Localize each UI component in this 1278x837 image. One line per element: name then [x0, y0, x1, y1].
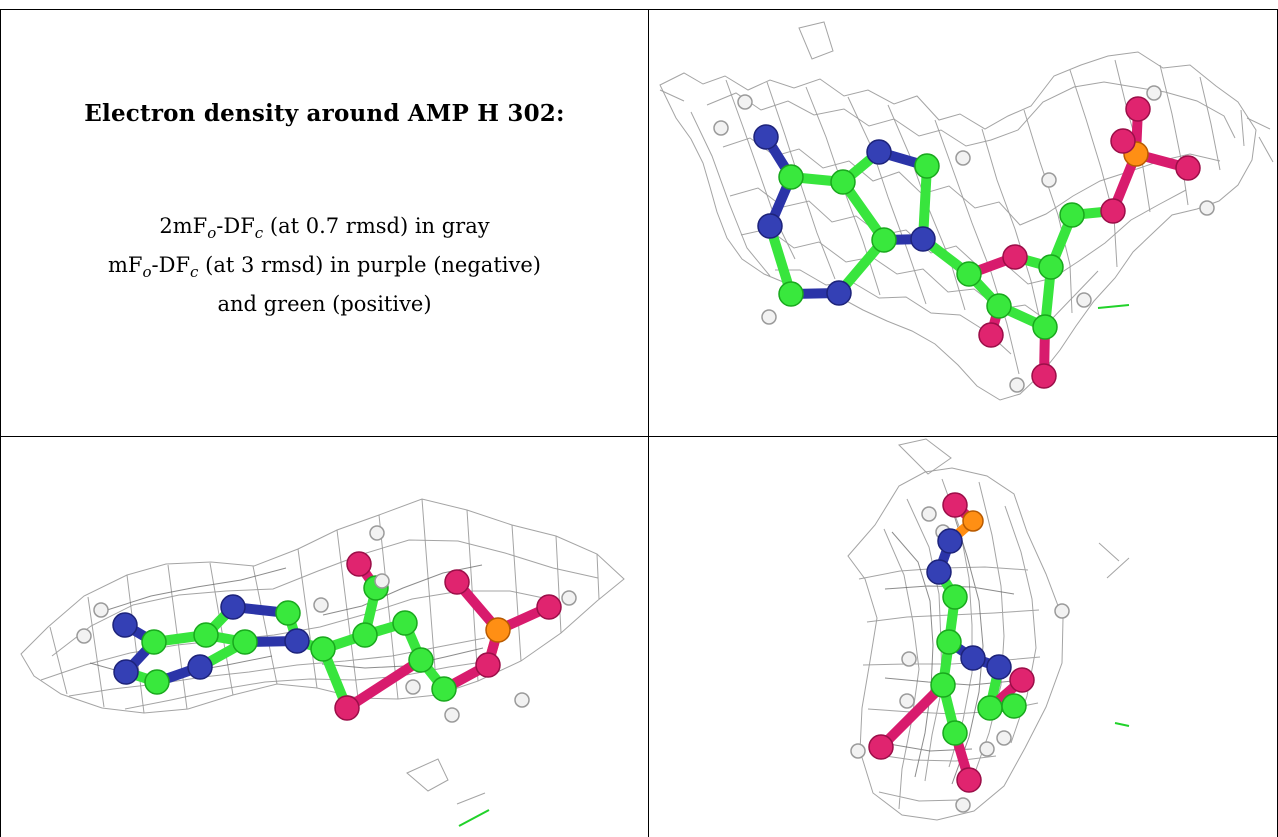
- grid-middle-divider: [0, 436, 1278, 437]
- ball-and-stick-model: [850, 492, 1070, 813]
- caption-line-2mfo: 2mFo-DFc (at 0.7 rmsd) in gray: [159, 214, 490, 243]
- ball-and-stick-model: [76, 525, 577, 723]
- density-panel-top-right: [649, 10, 1277, 436]
- caption-cell: Electron density around AMP H 302: 2mFo-…: [1, 9, 648, 435]
- positive-density-mark: [1097, 304, 1130, 309]
- molecule-density-icon: [847, 438, 1130, 821]
- gray-density-mesh: [847, 438, 1130, 821]
- positive-density-mark: [458, 809, 490, 827]
- grid-top-border: [0, 9, 1278, 10]
- caption-body: 2mFo-DFc (at 0.7 rmsd) in gray mFo-DFc (…: [1, 210, 648, 320]
- density-panel-bottom-right: [649, 437, 1277, 837]
- grid-left-border: [0, 9, 1, 837]
- caption-line-mfo: mFo-DFc (at 3 rmsd) in purple (negative): [108, 253, 541, 282]
- density-panel-bottom-left: [1, 437, 648, 837]
- molecule-density-icon: [20, 498, 625, 827]
- grid-center-divider: [648, 9, 649, 837]
- molecule-density-icon: [659, 21, 1274, 401]
- caption-line-positive: and green (positive): [217, 292, 432, 317]
- ball-and-stick-model: [713, 85, 1215, 393]
- gray-density-mesh: [659, 21, 1274, 401]
- gray-density-mesh: [20, 498, 625, 805]
- positive-density-mark: [1114, 722, 1130, 727]
- caption-title: Electron density around AMP H 302:: [84, 100, 565, 127]
